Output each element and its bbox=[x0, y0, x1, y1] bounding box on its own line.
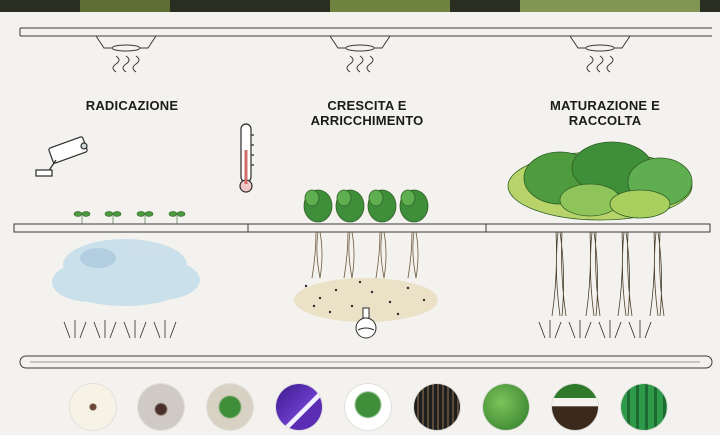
green-growing-racks-photo[interactable] bbox=[621, 384, 667, 430]
lettuce-icon bbox=[335, 189, 365, 223]
lettuce-icon bbox=[303, 189, 333, 223]
stage-title-crescita: CRESCITA E ARRICCHIMENTO bbox=[310, 98, 424, 128]
mist-nozzle-icon bbox=[538, 320, 652, 339]
lettuce-icon bbox=[367, 189, 397, 223]
roots bbox=[551, 231, 665, 317]
seedling-row bbox=[73, 211, 186, 224]
led-growing-room-photo[interactable] bbox=[276, 384, 322, 430]
roots-close-up-photo[interactable] bbox=[414, 384, 460, 430]
seedling-icon bbox=[73, 211, 91, 224]
seedling-icon bbox=[136, 211, 154, 224]
mist-cloud bbox=[52, 239, 200, 306]
root-harvest-photo[interactable] bbox=[552, 384, 598, 430]
seed-on-substrate-photo[interactable] bbox=[70, 384, 116, 430]
thermometer-icon bbox=[239, 123, 254, 193]
flask-icon bbox=[355, 307, 377, 339]
nutrient-cloud bbox=[294, 278, 438, 322]
stage-title-maturazione: MATURAZIONE E RACCOLTA bbox=[550, 98, 660, 128]
ceiling-lamp-icon bbox=[569, 35, 631, 73]
stage-title-radicazione: RADICAZIONE bbox=[85, 98, 179, 113]
seedling-icon bbox=[104, 211, 122, 224]
mist-nozzle-icon bbox=[63, 320, 177, 339]
seedling-icon bbox=[168, 211, 186, 224]
lettuce-plants-photo[interactable] bbox=[345, 384, 391, 430]
roots bbox=[311, 231, 419, 279]
ceiling-lamp-icon bbox=[329, 35, 391, 73]
ceiling-lamp-icon bbox=[95, 35, 157, 73]
lettuce-row bbox=[303, 189, 429, 223]
security-camera-icon bbox=[35, 136, 88, 177]
photo-thumbnails bbox=[0, 380, 720, 435]
lettuce-canopy-photo[interactable] bbox=[483, 384, 529, 430]
growing-table bbox=[13, 223, 711, 233]
lettuce-icon bbox=[399, 189, 429, 223]
ceiling-rail bbox=[19, 27, 712, 37]
seeds-in-dish-photo[interactable] bbox=[138, 384, 184, 430]
water-tank bbox=[19, 355, 713, 369]
lettuce-canopy bbox=[507, 141, 693, 221]
sprouts-in-dish-photo[interactable] bbox=[207, 384, 253, 430]
